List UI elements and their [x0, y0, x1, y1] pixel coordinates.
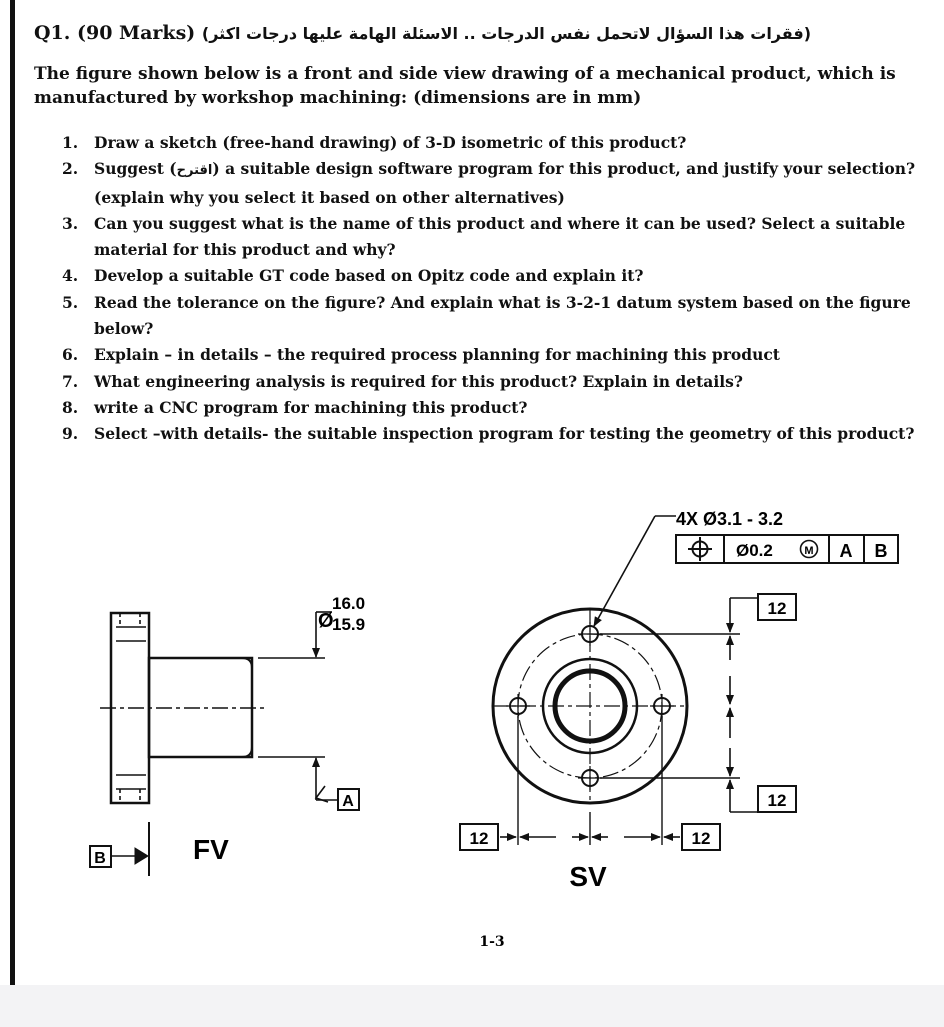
datum-a-letter: A — [342, 793, 354, 810]
fcf-tolerance: Ø0.2 — [736, 541, 773, 560]
list-item-continuation: material for this product and why? — [94, 240, 396, 260]
dim-box-horizontal-right — [681, 823, 721, 851]
question-header: Q1. (90 Marks) (فقرات هذا السؤال لاتحمل … — [34, 22, 811, 44]
callout-leader — [593, 515, 656, 627]
dim-12-horizontal-left: 12 — [470, 829, 489, 848]
dim-12-horizontal-right: 12 — [692, 829, 711, 848]
list-item-continuation: below? — [94, 319, 154, 339]
diameter-symbol: Ø — [318, 610, 334, 632]
question-list: 1.Draw a sketch (free-hand drawing) of 3… — [62, 130, 922, 448]
flange-hidden-lines — [116, 613, 146, 803]
bolt-hole-centermarks — [506, 622, 674, 790]
intro-paragraph: The figure shown below is a front and si… — [34, 64, 896, 108]
fv-label: FV — [193, 834, 229, 865]
list-item: 5.Read the tolerance on the figure? And … — [62, 292, 911, 312]
feature-control-frame — [675, 534, 899, 564]
list-item: 7.What engineering analysis is required … — [62, 371, 743, 391]
datum-a-box — [337, 788, 360, 811]
list-item: 6.Explain – in details – the required pr… — [62, 345, 780, 365]
fcf-datum-a: A — [840, 541, 853, 561]
marks-label: (90 Marks) — [77, 22, 196, 44]
side-view — [459, 515, 899, 851]
list-item: 8.write a CNC program for machining this… — [62, 397, 528, 417]
page-number: 1-3 — [479, 934, 504, 950]
question-label: Q1. — [34, 22, 71, 44]
hole-callout: 4X Ø3.1 - 3.2 — [676, 509, 783, 529]
dim-box-vertical-top — [757, 593, 797, 621]
list-item: 3.Can you suggest what is the name of th… — [62, 213, 906, 233]
sv-label: SV — [569, 861, 607, 892]
left-margin-rule — [10, 0, 15, 985]
datum-b-letter: B — [94, 850, 106, 867]
list-item: 9.Select –with details- the suitable ins… — [62, 424, 915, 444]
dim-12-vertical-bottom: 12 — [768, 791, 787, 810]
list-item: 2.Suggest (اقترح) a suitable design soft… — [62, 159, 916, 179]
front-view — [89, 611, 360, 876]
dim-box-vertical-bottom — [757, 785, 797, 813]
dim-12-vertical-top: 12 — [768, 599, 787, 618]
list-item: 1.Draw a sketch (free-hand drawing) of 3… — [62, 133, 687, 152]
dim-box-horizontal-left — [459, 823, 499, 851]
engineering-drawing: 16.0 15.9 Ø A B FV — [89, 509, 899, 950]
list-item-continuation: (explain why you select it based on othe… — [94, 187, 565, 207]
fcf-modifier: M — [804, 545, 813, 557]
dia-lower: 15.9 — [332, 615, 365, 634]
arabic-word: اقترح — [176, 163, 213, 179]
mmc-circle — [799, 539, 819, 559]
fcf-datum-b: B — [875, 541, 888, 561]
arabic-note: (فقرات هذا السؤال لاتحمل نفس الدرجات .. … — [201, 24, 812, 43]
bottom-background — [0, 985, 944, 1027]
list-item: 4.Develop a suitable GT code based on Op… — [62, 266, 644, 286]
dia-upper: 16.0 — [332, 594, 365, 613]
